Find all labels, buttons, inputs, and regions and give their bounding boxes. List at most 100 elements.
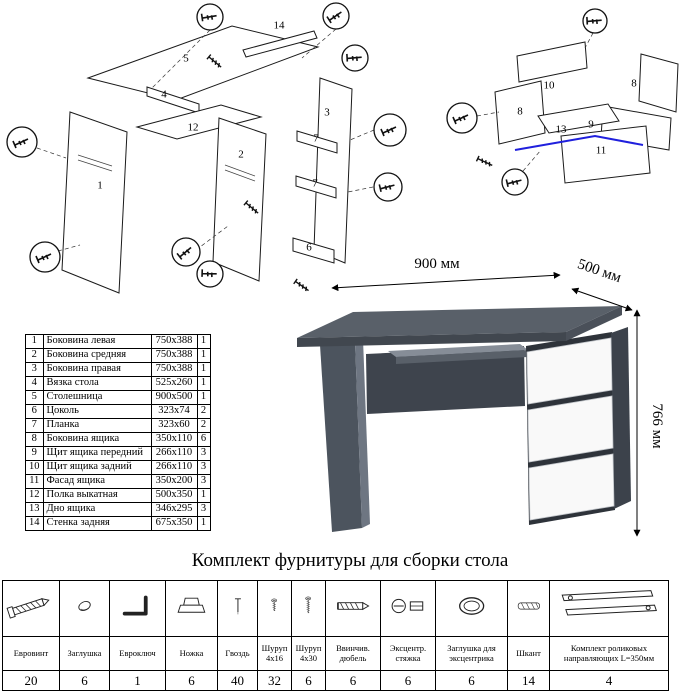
dimension-line-depth	[571, 287, 633, 312]
part-size: 750x388	[150, 348, 198, 363]
hardware-name: Комплект роликовых направляющих L=350мм	[549, 636, 669, 671]
part-qty: 1	[196, 348, 211, 363]
hardware-name: Гвоздь	[217, 636, 258, 671]
hardware-name: Ножка	[165, 636, 218, 671]
part-drawer-side-left	[494, 80, 546, 145]
part-qty: 6	[196, 432, 211, 447]
part-name: Столешница	[42, 390, 152, 405]
hardware-qty: 6	[435, 670, 508, 691]
cam-cap-icon	[435, 580, 508, 637]
hardware-name: Заглушка	[59, 636, 110, 671]
desk-left-leg	[320, 341, 362, 532]
part-drawer-side-right	[638, 53, 679, 113]
desk-top-right-edge	[566, 306, 622, 341]
part-name: Щит ящика задний	[42, 460, 152, 475]
hardware-name: Евроключ	[109, 636, 166, 671]
nail-icon	[217, 580, 258, 637]
part-name: Боковина ящика	[42, 432, 152, 447]
assembled-desk-render: 900 мм 500 мм 766 мм	[268, 246, 698, 551]
part-size: 900x500	[150, 390, 198, 405]
hardware-name: Шкант	[507, 636, 550, 671]
part-plinth	[292, 237, 335, 264]
part-name: Планка	[42, 418, 152, 433]
part-number-label: 8	[631, 77, 637, 90]
hardware-qty: 14	[507, 670, 550, 691]
part-qty: 3	[196, 446, 211, 461]
part-number: 4	[25, 376, 44, 391]
part-qty: 1	[196, 390, 211, 405]
drawer-front-1	[526, 337, 613, 405]
dimension-line-width	[331, 271, 561, 292]
part-name: Боковина левая	[42, 334, 152, 349]
hardware-qty: 4	[549, 670, 669, 691]
part-size: 350x200	[150, 474, 198, 489]
dimension-depth-label: 500 мм	[575, 256, 623, 286]
part-size: 346x295	[150, 502, 198, 517]
part-size: 500x350	[150, 488, 198, 503]
part-size: 750x388	[150, 362, 198, 377]
part-left-side	[61, 111, 128, 294]
desk-exploded-drawing	[6, 2, 407, 294]
part-plank-bottom	[295, 175, 337, 199]
hardware-qty: 1	[109, 670, 166, 691]
cap-icon	[59, 580, 110, 637]
hardware-qty: 6	[380, 670, 436, 691]
part-number-label: 5	[183, 52, 189, 65]
part-size: 266x110	[150, 460, 198, 475]
part-middle-side	[212, 117, 267, 282]
part-number: 7	[25, 418, 44, 433]
part-number: 2	[25, 348, 44, 363]
part-number-label: 3	[324, 106, 330, 119]
hardware-qty: 6	[325, 670, 381, 691]
part-drawer-back	[516, 41, 588, 83]
part-right-side	[313, 77, 353, 264]
part-name: Щит ящика передний	[42, 446, 152, 461]
part-name: Вязка стола	[42, 376, 152, 391]
part-number-label: 14	[273, 19, 285, 32]
hardware-name: Евровинт	[2, 636, 60, 671]
part-number: 8	[25, 432, 44, 447]
part-number: 3	[25, 362, 44, 377]
part-number-label: 8	[517, 105, 523, 118]
part-keyboard-shelf	[135, 104, 263, 140]
part-qty: 1	[196, 516, 211, 531]
part-number: 10	[25, 460, 44, 475]
part-back-panel	[242, 30, 318, 58]
part-number-label: 6	[306, 241, 312, 254]
part-number-label: 7	[313, 132, 319, 145]
part-name: Боковина средняя	[42, 348, 152, 363]
hardware-name: Шуруп 4х30	[291, 636, 326, 671]
part-drawer-bottom	[537, 103, 620, 134]
part-size: 323x60	[150, 418, 198, 433]
part-qty: 3	[196, 474, 211, 489]
part-qty: 2	[196, 418, 211, 433]
part-number: 5	[25, 390, 44, 405]
hardware-name: Эксцентр. стяжка	[380, 636, 436, 671]
dimension-width-label: 900 мм	[414, 256, 460, 272]
desk-left-leg-inner	[355, 339, 370, 528]
part-qty: 2	[196, 404, 211, 419]
dimension-height-label: 766 мм	[649, 403, 665, 449]
hex-key-icon	[109, 580, 166, 637]
assembled-desk-drawing: 900 мм 500 мм 766 мм	[297, 256, 665, 537]
part-number-label: 10	[543, 79, 555, 92]
highlight-edge	[514, 134, 644, 151]
part-name: Стенка задняя	[42, 516, 152, 531]
part-qty: 3	[196, 502, 211, 517]
part-qty: 1	[196, 488, 211, 503]
keyboard-tray-front	[396, 350, 528, 364]
desk-top-face	[297, 306, 622, 338]
